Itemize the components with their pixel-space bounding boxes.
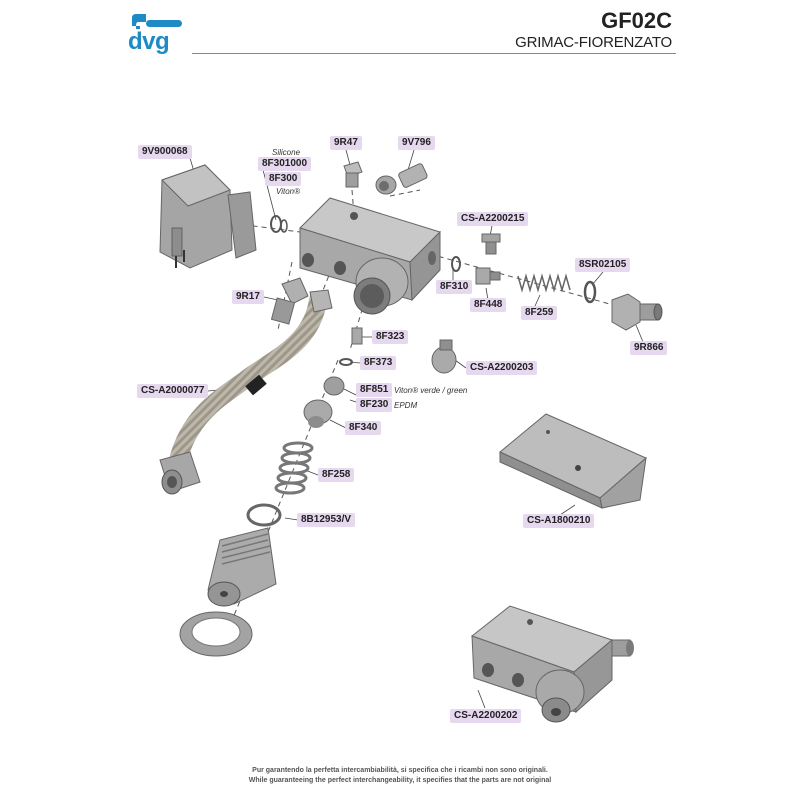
o-ring-part — [451, 256, 461, 272]
part-label: 8F301000 — [258, 157, 312, 171]
o-ring-part — [246, 503, 282, 527]
part-label: 9R47 — [330, 136, 362, 150]
part-note: Silicone — [272, 148, 301, 157]
part-note: Viton® verde / green — [394, 386, 468, 395]
part-label: 8F448 — [470, 298, 507, 312]
part-label: CS-A2200203 — [466, 361, 538, 375]
piston-part — [475, 267, 501, 285]
connector-part — [611, 293, 663, 331]
o-ring-part — [270, 215, 282, 233]
part-label: CS-A2200215 — [457, 212, 529, 226]
part-label: 8F373 — [360, 356, 397, 370]
braided-hose-part — [159, 289, 333, 495]
valve-assembly-part — [470, 605, 634, 723]
manufacturer-title: GRIMAC-FIORENZATO — [515, 34, 672, 51]
bracket-part — [499, 413, 647, 509]
spring-part — [517, 273, 571, 293]
solenoid-coil-part — [159, 164, 257, 269]
part-label: 8F230 — [356, 398, 393, 412]
part-label: CS-A2000077 — [137, 384, 209, 398]
dvg-logo-icon — [132, 14, 182, 29]
seal-part — [323, 376, 345, 396]
elbow-fitting-part — [375, 163, 428, 195]
part-label: 9R17 — [232, 290, 264, 304]
part-label: 8B12953/V — [297, 513, 356, 527]
plug-part — [343, 161, 363, 188]
fitting-part — [481, 233, 501, 255]
part-label: CS-A1800210 — [523, 514, 595, 528]
nut-part — [179, 611, 253, 657]
part-label: 8F340 — [345, 421, 382, 435]
disclaimer-english: While guaranteeing the perfect interchan… — [248, 777, 552, 784]
part-label: 8F258 — [318, 468, 355, 482]
part-label: 8F323 — [372, 330, 409, 344]
cap-part — [303, 399, 333, 428]
part-label: 9R866 — [630, 341, 668, 355]
threaded-body-part — [207, 527, 277, 607]
model-title: GF02C — [601, 8, 672, 33]
disclaimer-italian: Pur garantendo la perfetta intercambiabi… — [252, 767, 548, 774]
part-label: 8F259 — [521, 306, 558, 320]
fitting-part — [431, 339, 457, 374]
part-note: Viton® — [276, 187, 300, 196]
spring-part — [274, 441, 314, 495]
o-ring-part — [280, 219, 288, 233]
washer-part — [583, 280, 597, 304]
part-label: 8SR02105 — [575, 258, 631, 272]
o-ring-part — [339, 358, 353, 366]
part-note: EPDM — [394, 401, 418, 410]
pin-part — [351, 327, 363, 345]
part-label: 9V900068 — [138, 145, 192, 159]
valve-body-part — [299, 197, 441, 315]
part-label: 8F851 — [356, 383, 393, 397]
part-label: CS-A2200202 — [450, 709, 522, 723]
brand-name: dvg — [128, 28, 170, 55]
part-label: 8F300 — [265, 172, 302, 186]
fitting-part — [270, 277, 309, 325]
part-label: 9V796 — [398, 136, 435, 150]
header-divider — [192, 53, 676, 54]
part-label: 8F310 — [436, 280, 473, 294]
